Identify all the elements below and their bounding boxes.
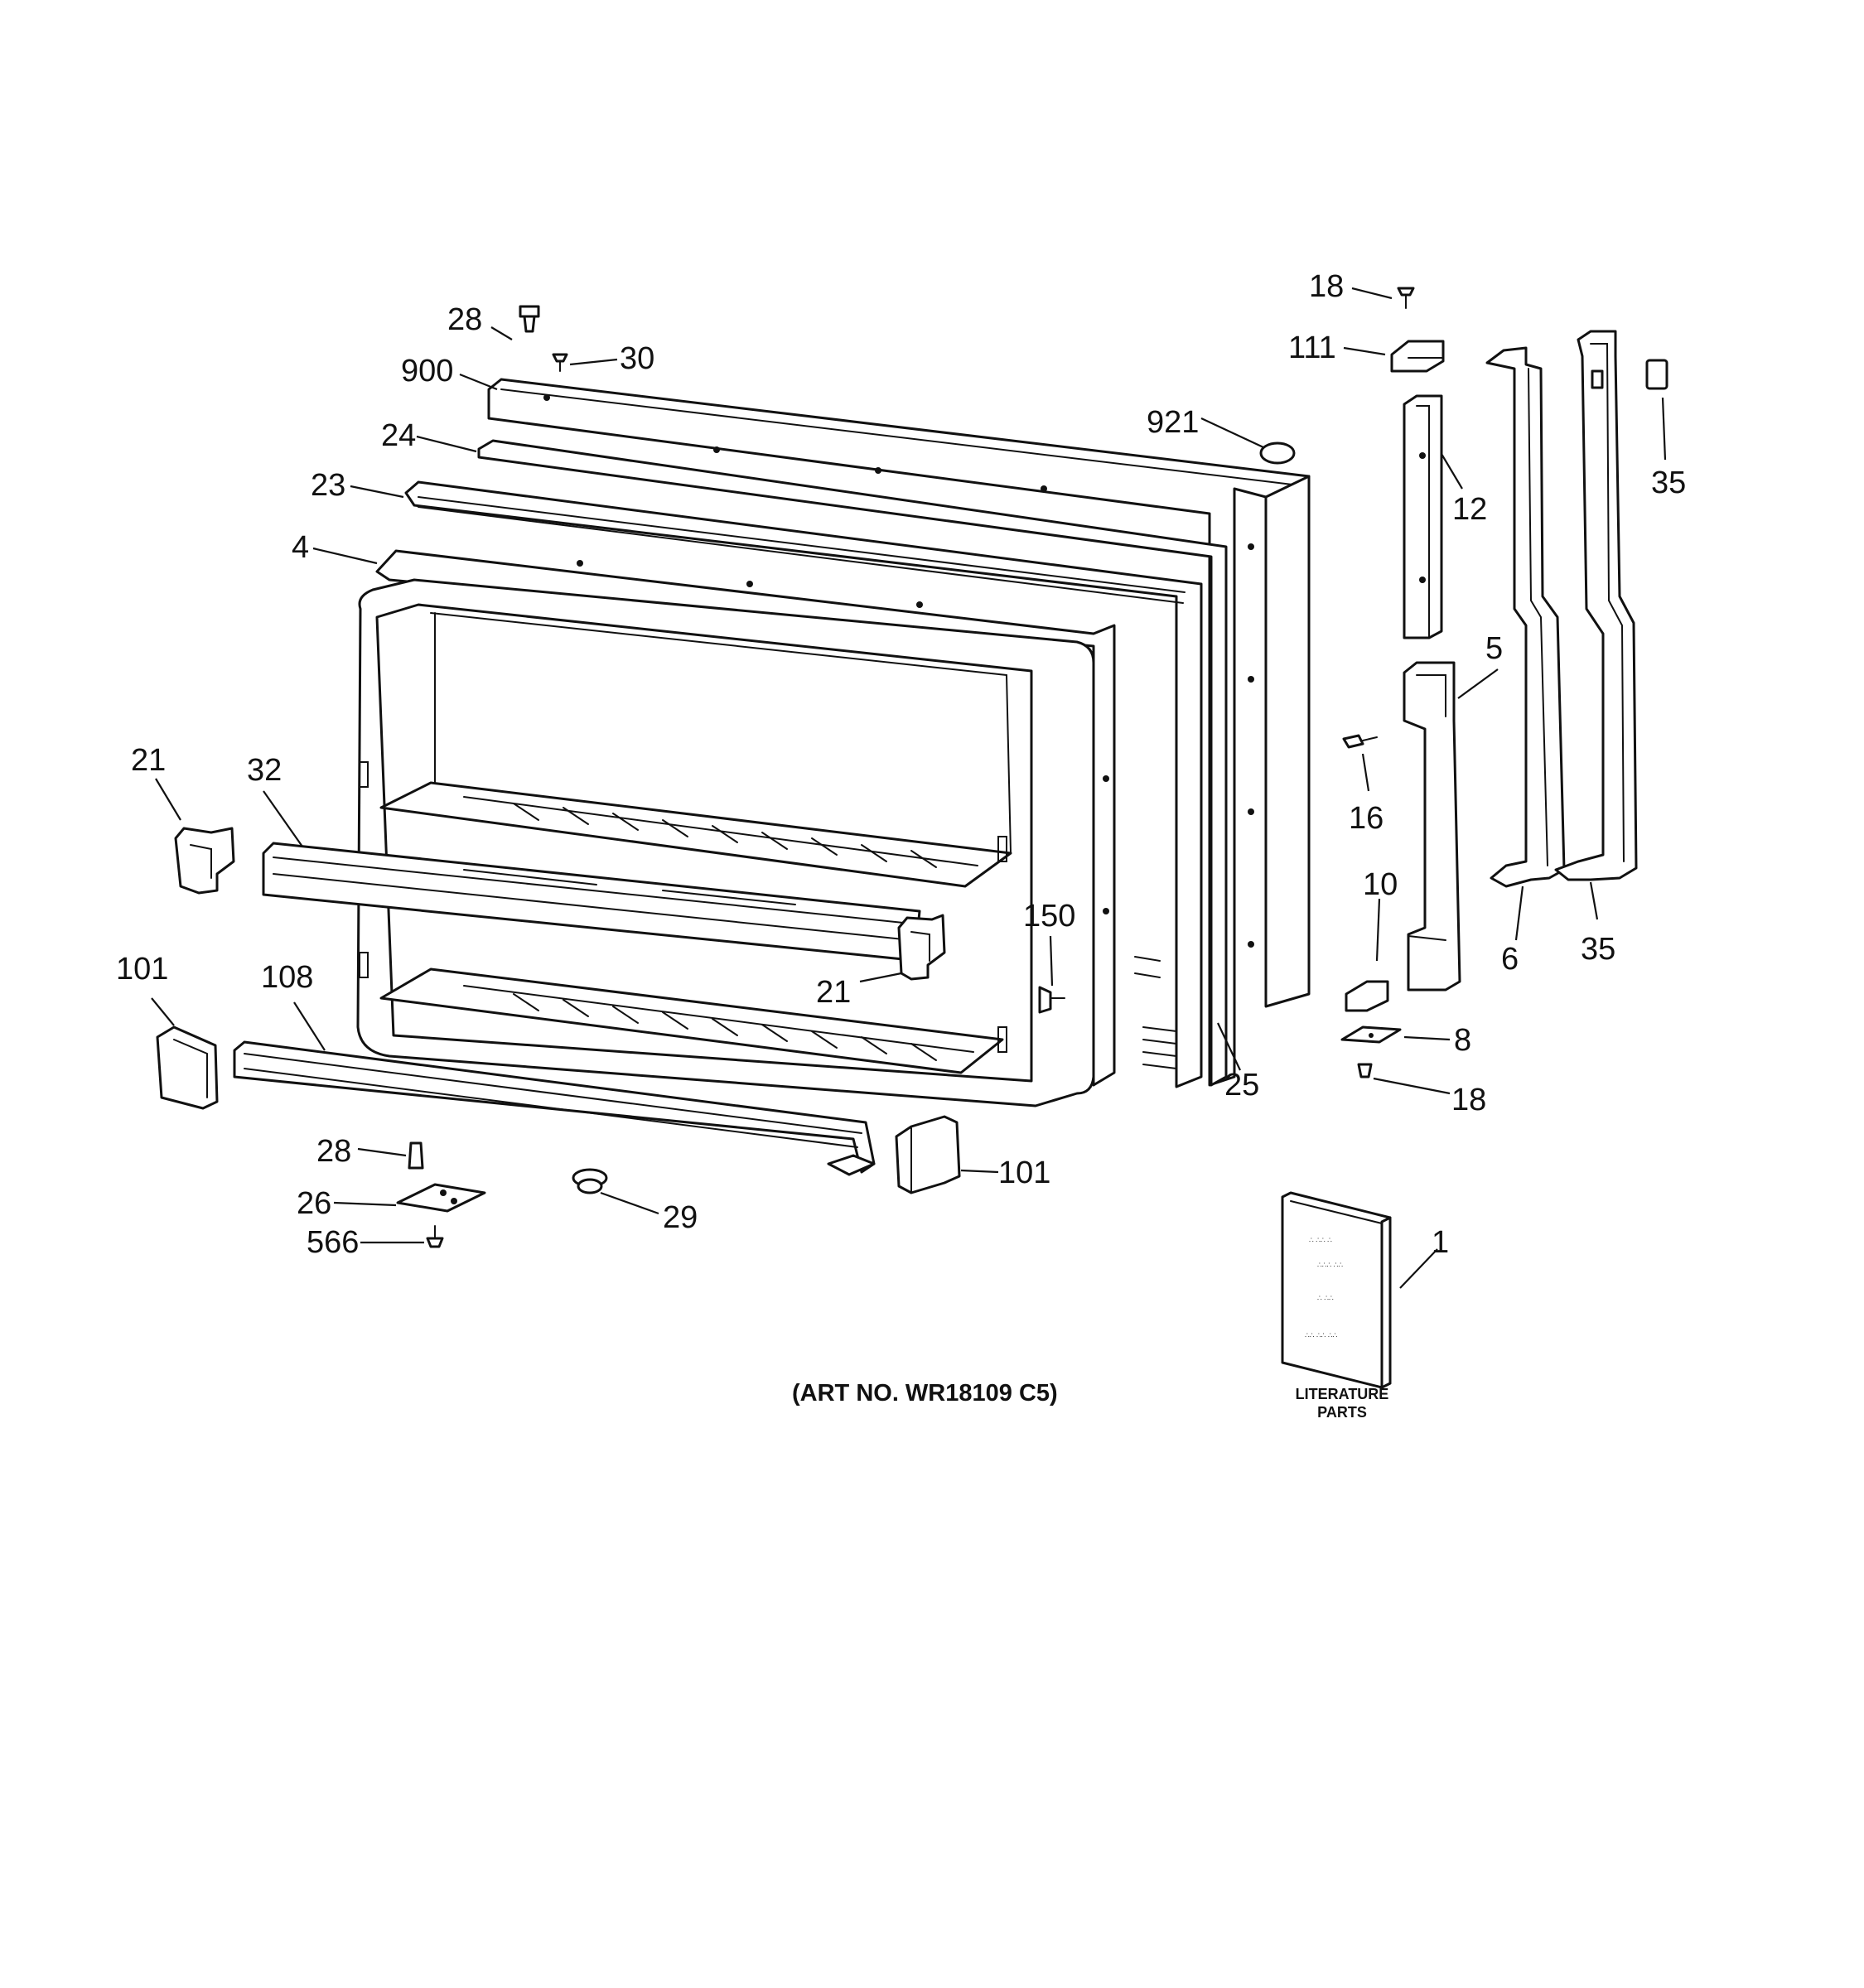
- bracket-111: [1390, 340, 1445, 373]
- callout-16: 16: [1349, 801, 1384, 836]
- callout-21-center: 21: [816, 975, 851, 1010]
- screw-18-bottom: [1357, 1063, 1373, 1078]
- art-number-caption: (ART NO. WR18109 C5): [792, 1380, 1058, 1407]
- callout-921: 921: [1147, 405, 1199, 440]
- callout-12: 12: [1452, 492, 1487, 527]
- callout-28-bottom: 28: [316, 1134, 351, 1169]
- screw-18-top: [1397, 287, 1415, 309]
- screw-150: [1038, 986, 1065, 1014]
- callout-566: 566: [307, 1225, 359, 1260]
- callout-24: 24: [381, 418, 416, 453]
- screw-566: [426, 1225, 444, 1248]
- hinge-plate-26: [396, 1183, 486, 1213]
- callout-30: 30: [620, 341, 654, 376]
- cap-10: [1345, 980, 1389, 1012]
- callout-6: 6: [1501, 942, 1519, 977]
- gasket-24: [477, 439, 1228, 1087]
- callout-108: 108: [261, 960, 313, 995]
- callout-150: 150: [1023, 899, 1075, 934]
- hinge-pin-28-bottom: [408, 1141, 424, 1170]
- spacer-35: [1645, 359, 1668, 390]
- callout-21-left: 21: [131, 743, 166, 778]
- bottom-trim-108: [233, 1040, 876, 1176]
- screw-28-top: [519, 305, 540, 333]
- callout-8: 8: [1454, 1023, 1471, 1058]
- callout-18-top: 18: [1309, 269, 1344, 304]
- literature-print-4: ∴∴ ∴∴ ∴∴: [1305, 1331, 1338, 1339]
- callout-111: 111: [1288, 331, 1336, 365]
- callout-1: 1: [1432, 1225, 1449, 1260]
- callout-32: 32: [247, 753, 282, 788]
- handle-5: [1403, 661, 1461, 992]
- callout-23: 23: [311, 468, 345, 503]
- handle-trim-35: [1554, 330, 1638, 881]
- callout-28-top: 28: [447, 302, 482, 337]
- plug-921: [1259, 442, 1296, 465]
- callout-4: 4: [292, 530, 309, 565]
- end-cap-101-right: [895, 1115, 961, 1194]
- frame-23: [404, 480, 1203, 1088]
- callout-25: 25: [1224, 1068, 1259, 1103]
- screw-30: [552, 353, 568, 372]
- callout-101-left: 101: [116, 952, 168, 987]
- shelf-retainer-21-left: [174, 827, 235, 895]
- grommet-29: [572, 1168, 608, 1194]
- literature-print-2: ∴∴∴ ∴∴: [1317, 1261, 1343, 1269]
- leader-lines: [151, 287, 1667, 1289]
- literature-label-line1: LITERATURE: [1296, 1386, 1389, 1402]
- callout-18-bottom: 18: [1451, 1083, 1486, 1117]
- inner-door-liner: [356, 578, 1095, 1107]
- callout-26: 26: [297, 1186, 331, 1221]
- screw-16: [1342, 734, 1378, 749]
- literature-print-3: ∴ ∴∴: [1317, 1294, 1334, 1302]
- callout-5: 5: [1485, 631, 1503, 666]
- channel-12: [1403, 394, 1443, 639]
- literature-booklet-1: ∴ ∴∴ ∴ ∴∴∴ ∴∴ ∴ ∴∴ ∴∴ ∴∴ ∴∴: [1281, 1191, 1392, 1389]
- callout-10: 10: [1363, 867, 1398, 902]
- callout-labels: 18 111 28 30 900 921 24 23 4 12 35 5 21 …: [116, 269, 1686, 1260]
- callout-35-top: 35: [1651, 466, 1686, 500]
- shelf-retainer-21-center: [897, 914, 946, 981]
- literature-label-line2: PARTS: [1317, 1404, 1367, 1421]
- handle-bracket-6: [1485, 346, 1566, 888]
- callout-29: 29: [663, 1200, 698, 1235]
- callout-900: 900: [401, 354, 453, 388]
- end-cap-101-left: [156, 1025, 219, 1110]
- callout-35-bottom: 35: [1581, 932, 1615, 967]
- callout-101-right: 101: [998, 1156, 1050, 1190]
- clip-8: [1340, 1025, 1402, 1044]
- literature-print-1: ∴ ∴∴ ∴: [1309, 1236, 1332, 1244]
